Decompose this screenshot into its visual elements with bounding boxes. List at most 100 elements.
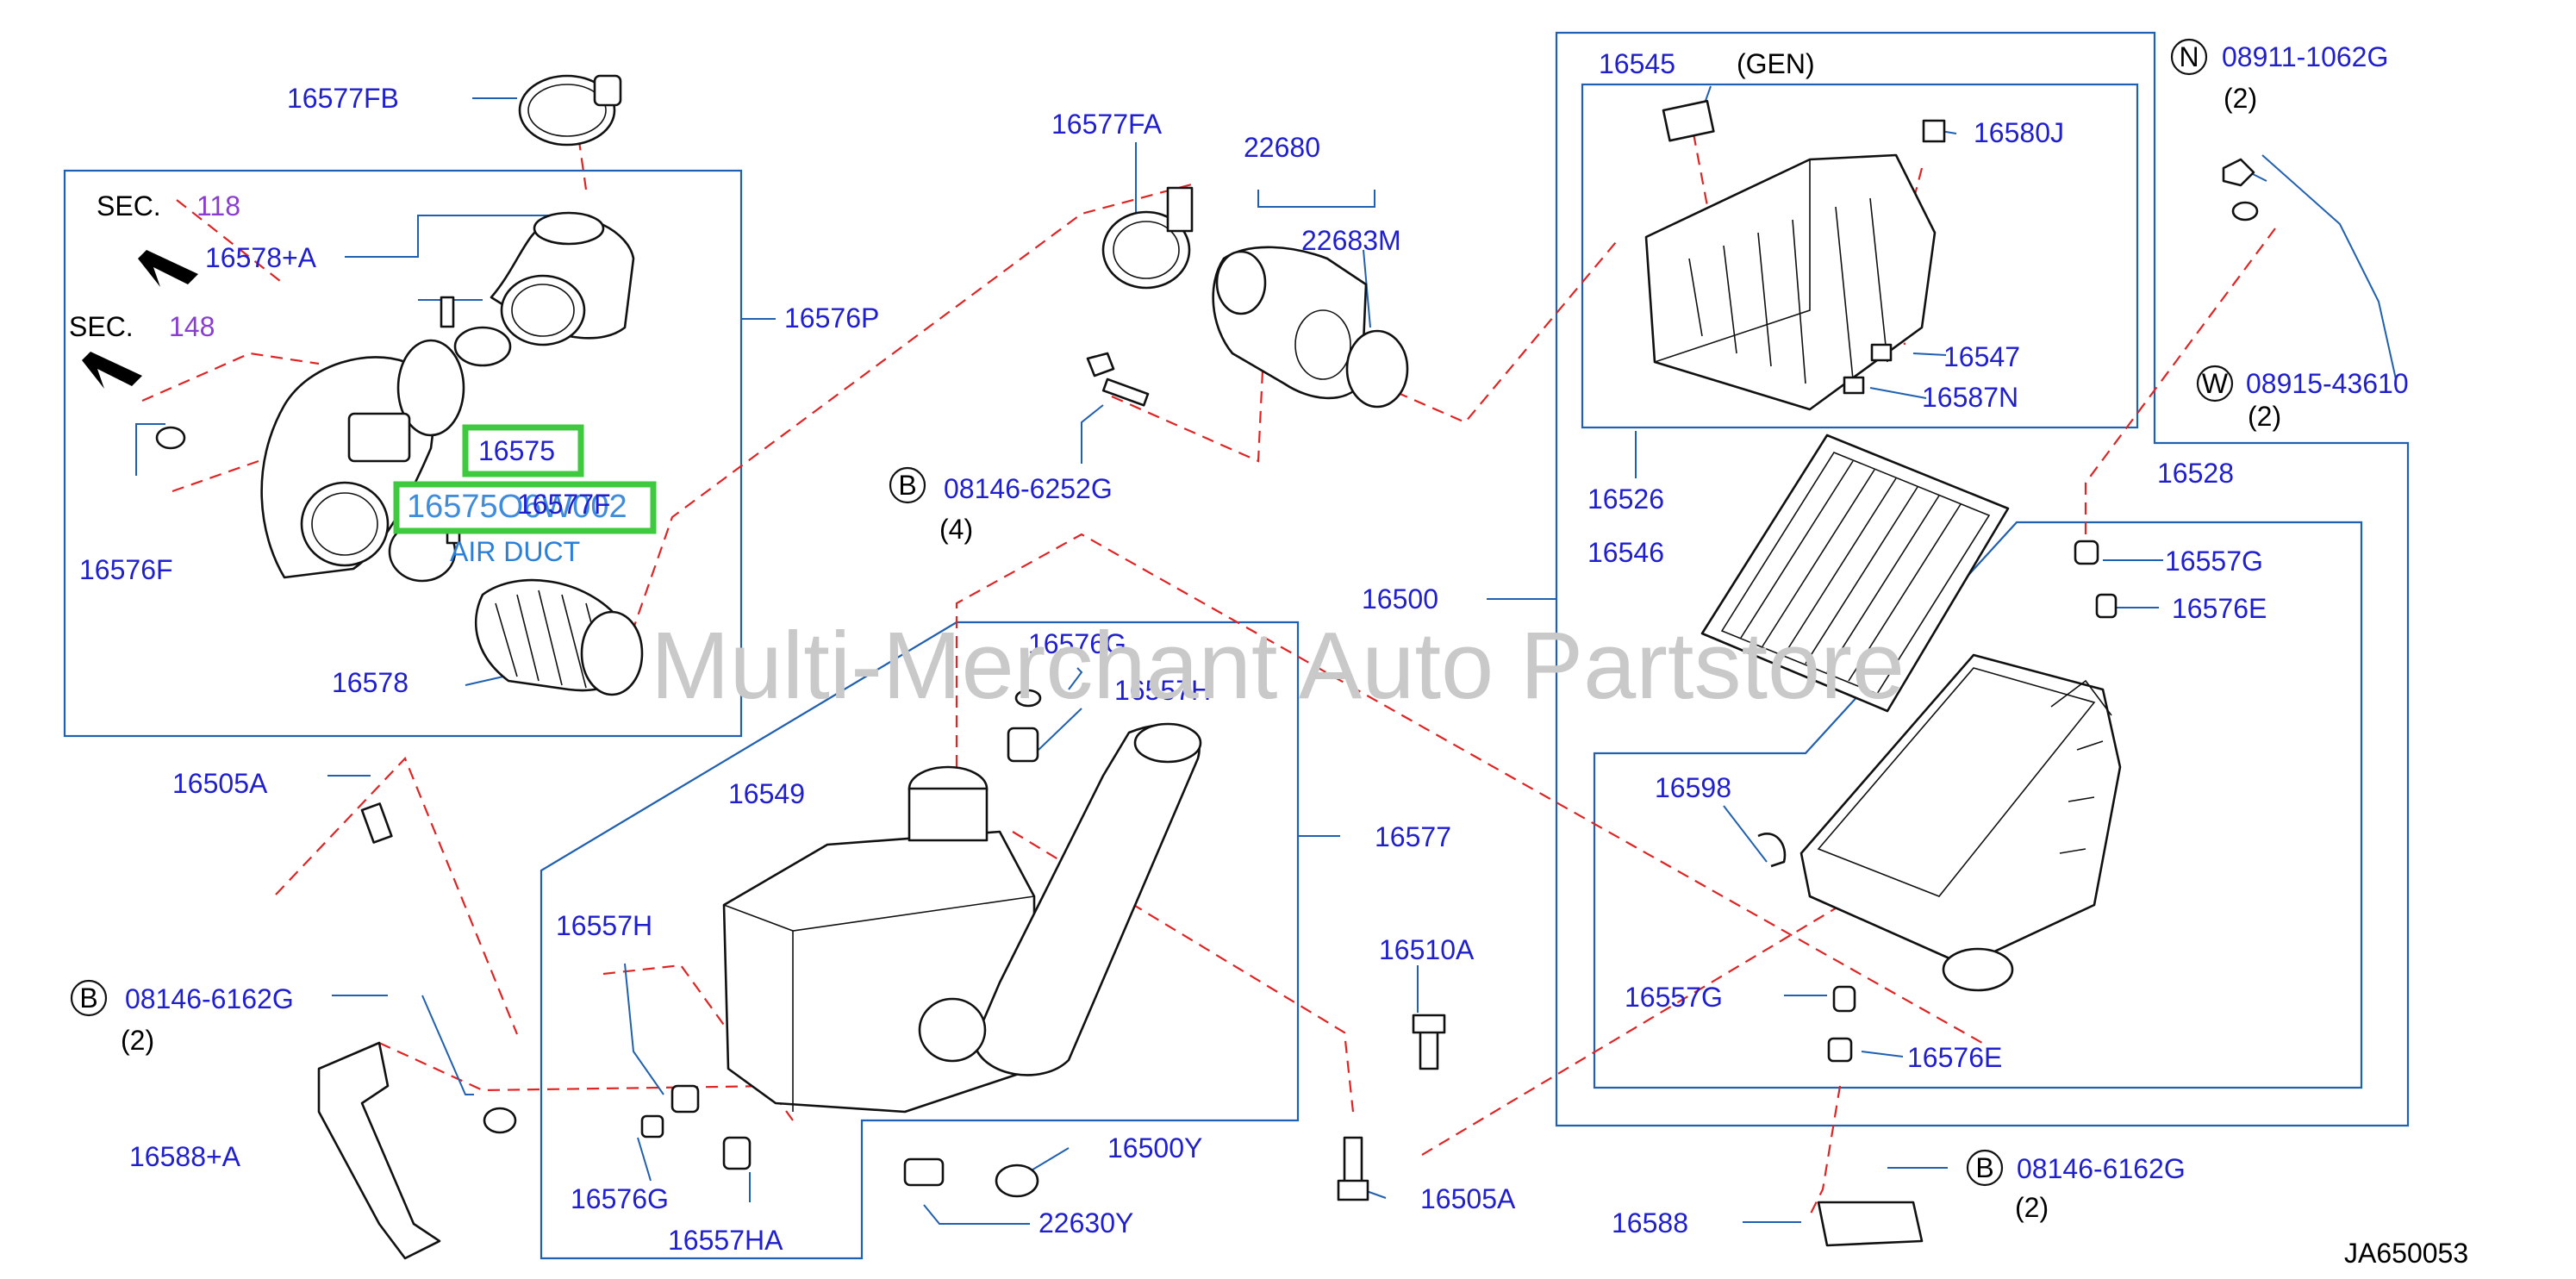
part-label-16557ha[interactable]: 16557HA — [668, 1225, 783, 1256]
part-label-16588[interactable]: 16588 — [1612, 1207, 1688, 1238]
gasket-part — [1345, 329, 1409, 409]
section-ref-number[interactable]: 148 — [169, 311, 215, 342]
part-label-16578[interactable]: 16578 — [332, 667, 409, 698]
quantity-label: (2) — [2248, 401, 2281, 432]
part-label-16577f[interactable]: 16577F — [517, 489, 611, 520]
part-label-16526[interactable]: 16526 — [1587, 484, 1664, 515]
part-label-16557g[interactable]: 16557G — [1625, 982, 1723, 1013]
part-label-16576p[interactable]: 16576P — [784, 303, 879, 334]
dashed-line — [172, 429, 346, 493]
part-label-16576e[interactable]: 16576E — [1907, 1042, 2002, 1073]
quantity-label: (2) — [121, 1025, 154, 1056]
circle-letter-b: B — [1966, 1149, 2004, 1187]
dashed-line — [1421, 887, 1871, 1156]
part-label-16575[interactable]: 16575 — [478, 435, 555, 466]
part-label-16580j[interactable]: 16580J — [1974, 117, 2064, 148]
leader-lines — [135, 85, 2397, 1225]
part-label-16576e[interactable]: 16576E — [2172, 593, 2267, 624]
part-label-08146-6162g[interactable]: 08146-6162G — [125, 983, 294, 1014]
diagram-code: JA650053 — [2344, 1238, 2468, 1269]
box-16526-group — [1581, 83, 2139, 429]
part-label-16545[interactable]: 16545 — [1599, 48, 1675, 79]
dashed-line — [955, 533, 1983, 1044]
part-label-16528[interactable]: 16528 — [2157, 458, 2234, 489]
air-cleaner-cover-part — [1644, 99, 1946, 411]
dashed-line — [176, 199, 285, 285]
part-label-16577fa[interactable]: 16577FA — [1051, 109, 1163, 140]
dashed-line — [2084, 228, 2276, 534]
part-label-16587n[interactable]: 16587N — [1922, 382, 2018, 413]
box-16500-group — [1555, 31, 2410, 1127]
part-label-08146-6162g[interactable]: 08146-6162G — [2017, 1153, 2186, 1184]
dashed-line — [1395, 236, 1621, 424]
part-label-16576g[interactable]: 16576G — [1028, 628, 1126, 659]
section-arrow-icon — [138, 250, 198, 287]
section-arrow-icon — [82, 352, 142, 389]
part-label-08146-6252g[interactable]: 08146-6252G — [944, 473, 1113, 504]
part-label-22630y[interactable]: 22630Y — [1039, 1207, 1133, 1238]
box-16528-group — [1593, 521, 2363, 1089]
air-duct-part — [918, 722, 1202, 1076]
part-label-16505a[interactable]: 16505A — [1420, 1183, 1516, 1214]
fastener-parts — [360, 689, 1446, 1201]
watermark: Multi-Merchant Auto Partstore — [651, 613, 1905, 719]
bracket-parts — [317, 1041, 1924, 1260]
part-label-16510a[interactable]: 16510A — [1379, 934, 1475, 965]
dashed-line — [1111, 370, 1264, 463]
part-label-16577fb[interactable]: 16577FB — [287, 83, 399, 114]
circle-letter-n: N — [2170, 38, 2208, 76]
svg-text:N: N — [2179, 41, 2199, 72]
highlight-box-air-duct — [393, 481, 657, 534]
clamp-16577fb-part — [518, 74, 622, 147]
box-16577-group — [540, 621, 1300, 1260]
gen-label: (GEN) — [1737, 48, 1815, 79]
circle-letter-b: B — [70, 979, 108, 1017]
part-label-16547[interactable]: 16547 — [1943, 341, 2020, 372]
svg-text:B: B — [79, 983, 97, 1014]
overlay-variant-number[interactable]: 16575O6W002 — [407, 489, 627, 525]
dashed-line — [1809, 1085, 1842, 1216]
overlay-part-name: AIR DUCT — [450, 536, 580, 567]
circle-letter-w: W — [2196, 365, 2234, 402]
part-label-16588a[interactable]: 16588+A — [129, 1141, 241, 1172]
resonator-duct-part — [260, 339, 465, 579]
section-ref-prefix: SEC. — [97, 190, 161, 221]
part-label-22683m[interactable]: 22683M — [1301, 225, 1401, 256]
dashed-line — [378, 1042, 777, 1092]
section-ref-number[interactable]: 118 — [196, 190, 240, 221]
part-label-16578a[interactable]: 16578+A — [205, 242, 317, 273]
bolt-08146-6252g-part — [1086, 352, 1150, 407]
part-label-16557h[interactable]: 16557H — [556, 910, 652, 941]
part-label-16557h[interactable]: 16557H — [1114, 675, 1211, 706]
quantity-label: (2) — [2224, 83, 2257, 114]
svg-text:W: W — [2202, 368, 2229, 399]
dashed-line — [275, 757, 519, 1035]
quantity-label: (4) — [939, 514, 973, 545]
filter-element-part — [1700, 434, 2010, 713]
part-label-16576f[interactable]: 16576F — [79, 554, 173, 585]
svg-text:B: B — [898, 470, 916, 501]
box-16576p-group — [63, 169, 743, 738]
part-label-16546[interactable]: 16546 — [1587, 537, 1664, 568]
part-label-22680[interactable]: 22680 — [1244, 132, 1320, 163]
part-label-16577[interactable]: 16577 — [1375, 821, 1451, 852]
part-label-08915-43610[interactable]: 08915-43610 — [2246, 368, 2409, 399]
part-label-16576g[interactable]: 16576G — [571, 1183, 669, 1214]
maf-housing-part — [1212, 246, 1368, 400]
svg-text:B: B — [1975, 1152, 1993, 1183]
part-label-16500[interactable]: 16500 — [1362, 583, 1438, 615]
dashed-line — [141, 352, 320, 402]
part-label-08911-1062g[interactable]: 08911-1062G — [2222, 41, 2388, 72]
part-label-16598[interactable]: 16598 — [1655, 772, 1731, 803]
part-label-16500y[interactable]: 16500Y — [1107, 1132, 1202, 1164]
dashed-line — [617, 181, 1199, 671]
part-label-16549[interactable]: 16549 — [728, 778, 805, 809]
intake-tube-part — [490, 211, 635, 346]
part-label-16505a[interactable]: 16505A — [172, 768, 268, 799]
circle-letter-b: B — [889, 466, 926, 504]
grommet-parts — [1757, 158, 2259, 1063]
part-label-16557g[interactable]: 16557G — [2165, 546, 2263, 577]
bellows-hose-part — [474, 578, 644, 696]
clamp-16577fa-part — [1101, 186, 1194, 290]
